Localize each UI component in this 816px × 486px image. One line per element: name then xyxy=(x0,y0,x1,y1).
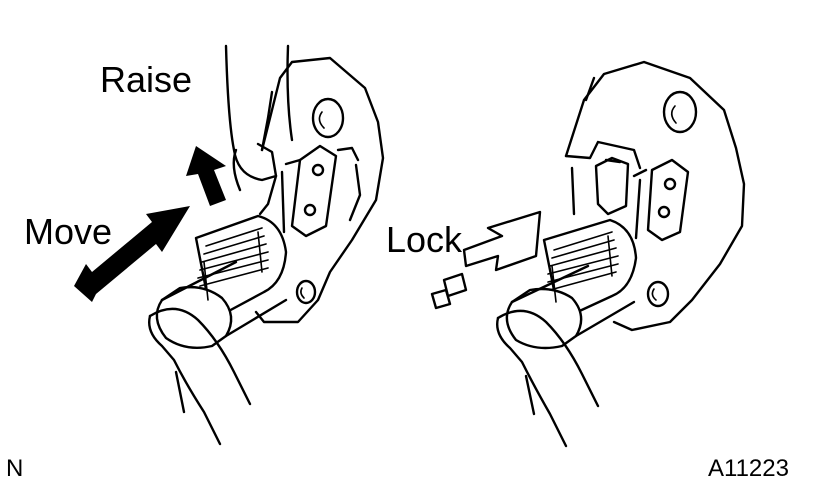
link-plate xyxy=(290,144,338,238)
lock-tab xyxy=(594,156,630,216)
hand-upper xyxy=(224,44,278,182)
tilt-lever-knob-right xyxy=(505,218,638,350)
lock-label: Lock xyxy=(386,219,463,260)
thumb-lower-right xyxy=(496,316,568,448)
right-figure xyxy=(430,60,746,448)
tilt-lever-knob xyxy=(155,214,288,349)
move-label: Move xyxy=(24,211,112,252)
thumb-lower xyxy=(148,314,222,446)
outline-arrow-icon xyxy=(430,210,542,310)
bolt-hole-upper xyxy=(311,97,345,139)
arrow-up-icon xyxy=(186,146,226,206)
double-arrow-icon xyxy=(74,206,190,302)
figure-code: A11223 xyxy=(708,455,789,482)
raise-label: Raise xyxy=(100,59,192,100)
bolt-hole-upper-right xyxy=(662,90,698,134)
left-figure xyxy=(74,44,385,446)
corner-letter: N xyxy=(6,455,23,482)
